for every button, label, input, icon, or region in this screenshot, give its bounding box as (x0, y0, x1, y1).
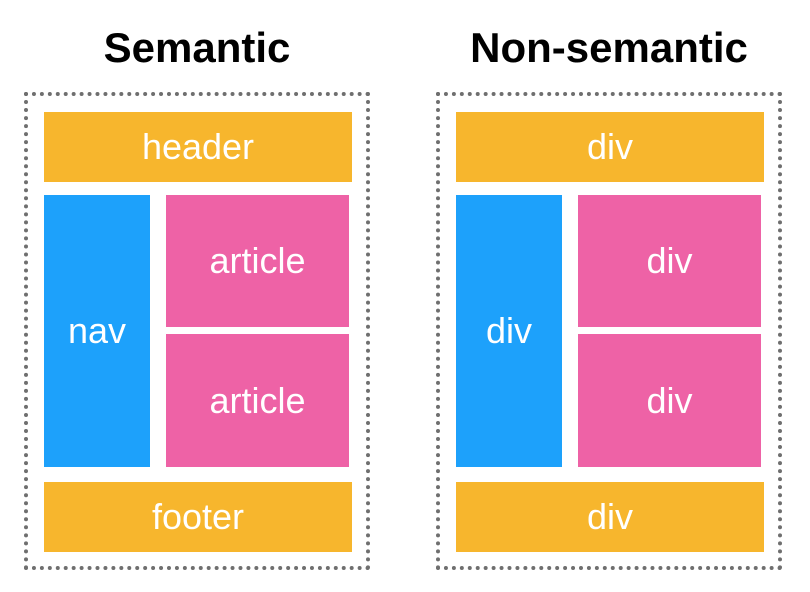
non-semantic-title: Non-semantic (470, 24, 748, 71)
non-semantic-header-block: div (456, 112, 764, 182)
non-semantic-header-label: div (586, 126, 634, 167)
semantic-footer-block: footer (44, 482, 352, 552)
semantic-article-top-block: article (166, 195, 349, 327)
non-semantic-layout-frame (436, 92, 782, 570)
non-semantic-article-top-label: div (646, 240, 693, 281)
non-semantic-nav-label: div (485, 310, 533, 351)
semantic-article-bottom-label: article (209, 379, 306, 421)
semantic-nav-block: nav (44, 195, 150, 467)
semantic-article-top-label: article (209, 240, 306, 281)
semantic-footer-label: footer (151, 496, 245, 537)
semantic-layout-frame (24, 92, 370, 570)
semantic-nav-label: nav (67, 310, 127, 351)
non-semantic-footer-label: div (586, 496, 634, 537)
non-semantic-article-bottom-block: div (578, 334, 761, 467)
non-semantic-footer-block: div (456, 482, 764, 552)
semantic-header-label: header (141, 126, 255, 167)
semantic-article-bottom-block: article (166, 334, 349, 467)
semantic-header-block: header (44, 112, 352, 182)
non-semantic-nav-block: div (456, 195, 562, 467)
non-semantic-article-top-block: div (578, 195, 761, 327)
semantic-title: Semantic (103, 24, 291, 71)
non-semantic-article-bottom-label: div (646, 379, 693, 421)
